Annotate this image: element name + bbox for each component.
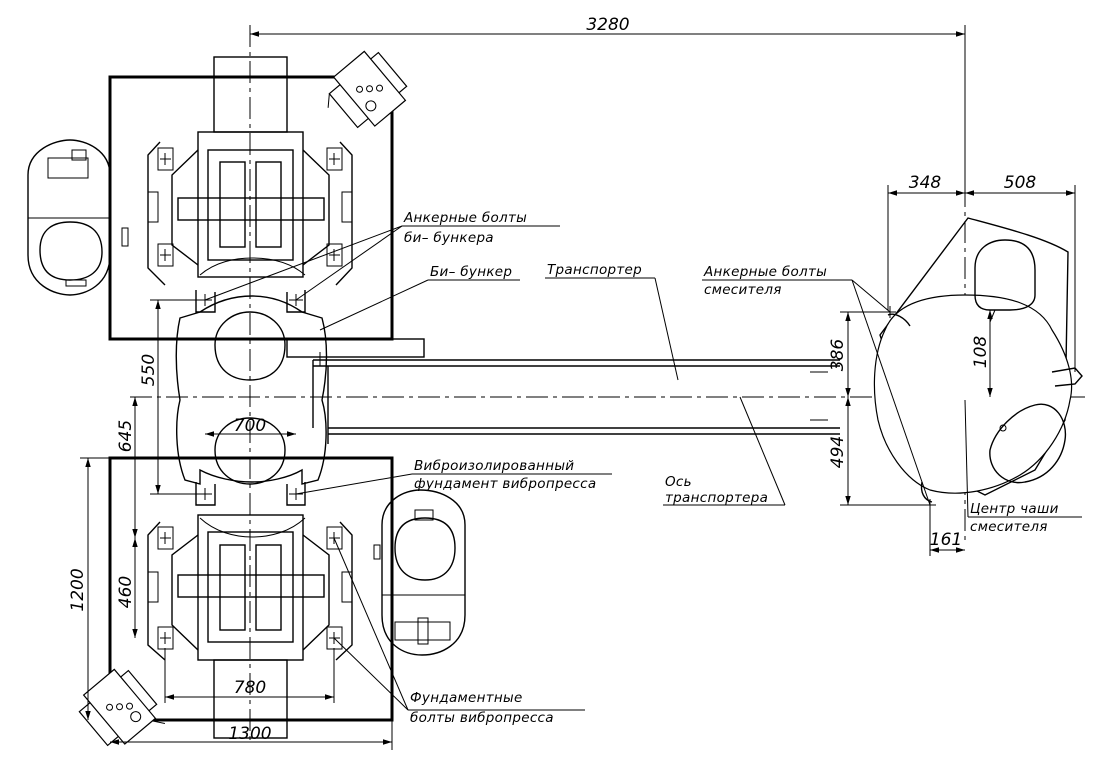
- lower-foundation-slab: [108, 456, 394, 722]
- mixer: [873, 217, 1083, 511]
- dim-161: 161: [930, 530, 962, 550]
- dim-550: 550: [139, 354, 159, 386]
- label-press-bolts-1: Фундаментные: [410, 690, 523, 706]
- dim-460: 460: [116, 576, 136, 608]
- dimension-texts: 3280 348 508 108 386 494 161 550 645 700…: [68, 15, 1036, 744]
- dim-508: 508: [1004, 173, 1037, 193]
- lower-side-frame-left-outer: [147, 521, 166, 661]
- bunker-bottom-arc: [199, 517, 306, 538]
- label-bowl-center-1: Центр чаши: [970, 501, 1059, 517]
- motor-left-upper: [27, 139, 129, 296]
- mixer-motor-lower: [989, 403, 1067, 484]
- dim-386: 386: [828, 339, 848, 372]
- label-anchor-bin-2: би– бункера: [404, 230, 494, 246]
- conveyor: [286, 338, 840, 444]
- lower-side-frame-right: [302, 534, 330, 651]
- label-bowl-center-2: смесителя: [970, 519, 1048, 535]
- bi-bunker: [175, 257, 328, 538]
- label-bin: Би– бункер: [430, 264, 512, 280]
- mixer-bowl: [873, 294, 1073, 494]
- dim-700: 700: [234, 416, 266, 436]
- upper-leg-left: [195, 290, 216, 313]
- upper-leg-right: [286, 290, 306, 313]
- dim-1300: 1300: [228, 724, 271, 744]
- bunker-outline: [175, 295, 328, 485]
- upper-side-frame-left: [171, 149, 199, 266]
- upper-frame-inner: [207, 149, 294, 261]
- upper-crossbar: [177, 197, 325, 221]
- dim-494: 494: [828, 436, 848, 468]
- upper-side-frame-right-outer: [335, 141, 353, 286]
- dimension-lines: [80, 25, 1076, 750]
- upper-slot-right: [255, 161, 282, 248]
- upper-slot-left: [219, 161, 246, 248]
- bunker-top-arc: [199, 257, 306, 276]
- bunker-lower-opening: [214, 417, 286, 485]
- lower-side-frame-right-outer: [335, 521, 353, 661]
- label-press-bolts-2: болты вибропресса: [410, 710, 554, 726]
- top-bracket: [327, 50, 408, 129]
- dim-1200: 1200: [68, 568, 88, 611]
- lower-frame-inner: [207, 531, 294, 643]
- lower-slot-left: [219, 544, 246, 631]
- label-anchor-mixer-1: Анкерные болты: [703, 264, 827, 280]
- dim-108: 108: [971, 336, 991, 369]
- label-conveyor-axis-2: транспортера: [665, 490, 768, 506]
- bottom-bracket: [78, 668, 166, 747]
- dim-645: 645: [116, 420, 136, 452]
- leader-lines: [204, 225, 1082, 711]
- upper-bolt-plates: [147, 147, 353, 267]
- label-foundation-1: Виброизолированный: [414, 458, 574, 474]
- bunker-upper-opening: [214, 311, 286, 381]
- label-conveyor-axis-1: Ось: [665, 474, 692, 490]
- lower-leg-right: [286, 482, 306, 506]
- label-conveyor: Транспортер: [547, 262, 642, 278]
- label-anchor-mixer-2: смесителя: [704, 282, 782, 298]
- lower-side-frame-left: [171, 534, 199, 651]
- motor-right-lower: [373, 489, 466, 656]
- upper-side-frame-left-outer: [147, 141, 166, 286]
- dim-348: 348: [909, 173, 942, 193]
- lower-slot-right: [255, 544, 282, 631]
- label-foundation-2: фундамент вибропресса: [414, 476, 596, 492]
- label-anchor-bin-1: Анкерные болты: [403, 210, 527, 226]
- mixer-motor-upper: [974, 239, 1036, 311]
- lower-press-foundation: [108, 456, 394, 739]
- upper-side-frame-right: [302, 149, 330, 266]
- dim-3280: 3280: [586, 15, 629, 35]
- callout-labels: Анкерные болты би– бункера Би– бункер Тр…: [403, 210, 1059, 726]
- conveyor-hopper-plate: [286, 338, 425, 358]
- mixer-drive: [1051, 367, 1083, 387]
- lower-crossbar: [177, 574, 325, 598]
- upper-frame-outer: [197, 131, 304, 278]
- dim-780: 780: [234, 678, 266, 698]
